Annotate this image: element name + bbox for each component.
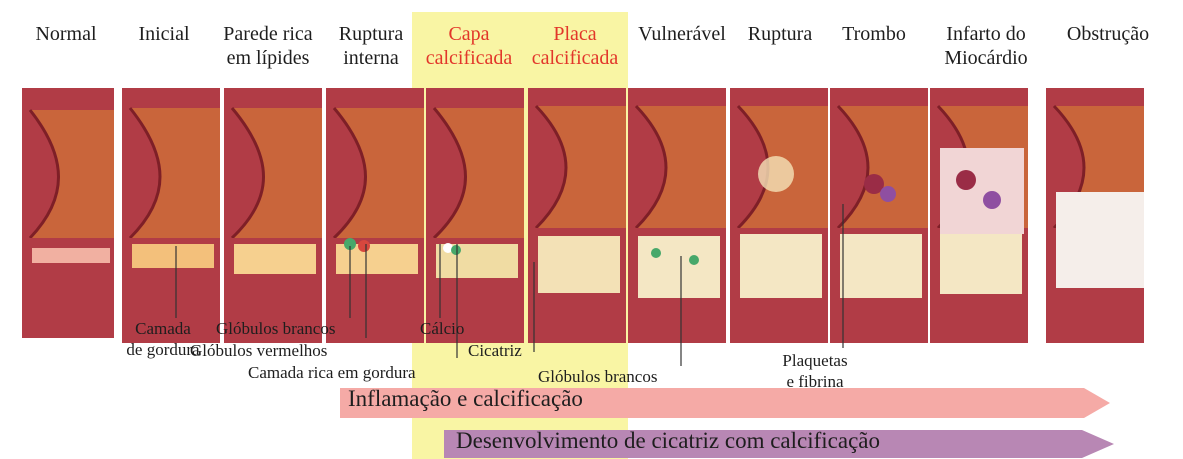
scar-development-arrow-label: Desenvolvimento de cicatriz com calcific…	[456, 430, 880, 451]
annotation-globulos-vermelhos: Glóbulos vermelhos	[190, 340, 327, 361]
annotation-cicatriz: Cicatriz	[468, 340, 522, 361]
annotation-camada-rica: Camada rica em gordura	[248, 362, 416, 383]
annotation-calcio: Cálcio	[420, 318, 464, 339]
inflammation-arrow-label: Inflamação e calcificação	[348, 388, 583, 409]
annotation-globulos-brancos: Glóbulos brancos	[216, 318, 335, 339]
